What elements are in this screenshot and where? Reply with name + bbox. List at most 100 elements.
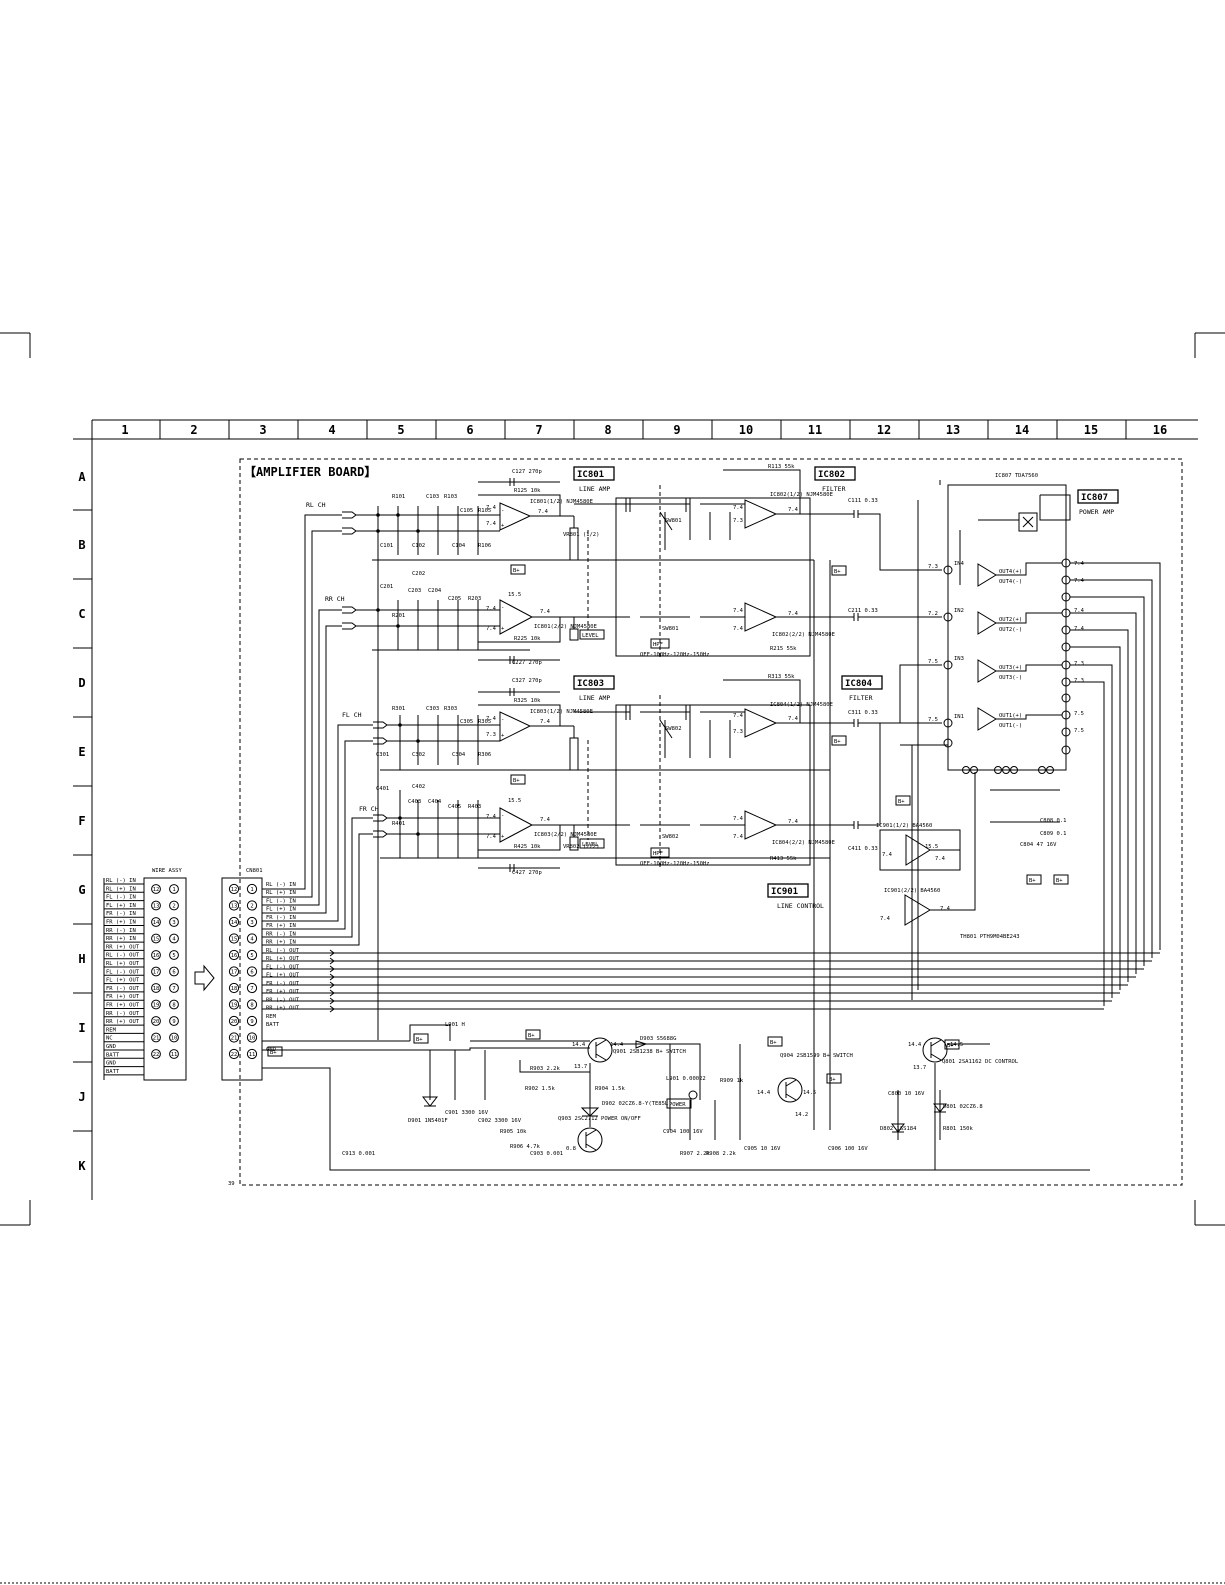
svg-text:R203: R203 bbox=[468, 596, 481, 602]
wire-assy-signal: FR (+) IN bbox=[106, 920, 136, 926]
svg-text:R301: R301 bbox=[392, 706, 405, 712]
svg-text:7.4: 7.4 bbox=[733, 713, 744, 719]
svg-text:SW802: SW802 bbox=[665, 726, 682, 732]
svg-text:D802 1SS184: D802 1SS184 bbox=[880, 1126, 917, 1132]
svg-text:L901 H: L901 H bbox=[445, 1022, 465, 1028]
wire-assy-pin bbox=[151, 1032, 161, 1043]
svg-text:IC807: IC807 bbox=[1081, 493, 1108, 503]
power-amp-ic807: IC807 TDA7560 OUT4(+) OUT4(-) OUT2(+) OU… bbox=[928, 473, 1161, 1006]
svg-text:-: - bbox=[501, 813, 504, 819]
level-label: LEVEL bbox=[582, 633, 599, 639]
cn801-signal-label: RL (+) IN bbox=[266, 890, 296, 896]
col-label: 1 bbox=[121, 423, 128, 437]
cn801-pin bbox=[246, 916, 258, 928]
svg-text:14.4: 14.4 bbox=[610, 1042, 624, 1048]
power-label: POWER bbox=[669, 1102, 686, 1108]
svg-text:B+: B+ bbox=[834, 739, 841, 745]
wire-assy-signal: RL (+) IN bbox=[106, 886, 136, 892]
cn801-pin-number: 4 bbox=[250, 937, 254, 943]
hpf-label: HPF bbox=[653, 851, 663, 857]
svg-text:B+: B+ bbox=[1056, 878, 1063, 884]
wire-assy-pin-number: 12 bbox=[153, 887, 160, 893]
cn801-pin-number: 2 bbox=[250, 904, 253, 910]
channel-label-fr: FR CH bbox=[359, 805, 379, 813]
wire-assy-signal: RL (-) OUT bbox=[106, 953, 140, 959]
svg-text:C402: C402 bbox=[412, 784, 425, 790]
wire-assy-signal: REM bbox=[106, 1027, 117, 1033]
wire-assy-signal: BATT bbox=[106, 1069, 120, 1075]
svg-text:TH801 PTH9M04BE243: TH801 PTH9M04BE243 bbox=[960, 934, 1020, 940]
row-label: F bbox=[78, 814, 85, 828]
svg-text:IC804(1/2) NJM4580E: IC804(1/2) NJM4580E bbox=[770, 702, 833, 708]
svg-text:OFF-100Hz-120Hz-150Hz: OFF-100Hz-120Hz-150Hz bbox=[640, 861, 710, 867]
svg-text:R303: R303 bbox=[444, 706, 457, 712]
svg-text:C404: C404 bbox=[428, 799, 442, 805]
svg-text:B+: B+ bbox=[834, 569, 841, 575]
cn801-pin bbox=[246, 1048, 258, 1060]
svg-text:R215 55k: R215 55k bbox=[770, 646, 797, 652]
connection-arrow bbox=[194, 964, 215, 992]
svg-text:SW801: SW801 bbox=[665, 518, 682, 524]
svg-text:B+: B+ bbox=[270, 1050, 277, 1056]
cn801-pin-number: 20 bbox=[231, 1019, 238, 1025]
svg-text:VR801 (1/2): VR801 (1/2) bbox=[563, 532, 599, 538]
wire-assy-pin bbox=[169, 999, 179, 1010]
bus-lines bbox=[377, 480, 948, 1130]
cn801-signal-label: FL (+) IN bbox=[266, 907, 296, 913]
svg-text:C905 10 16V: C905 10 16V bbox=[744, 1146, 781, 1152]
svg-text:C913 0.001: C913 0.001 bbox=[342, 1151, 375, 1157]
svg-text:LINE AMP: LINE AMP bbox=[579, 694, 610, 702]
col-label: 7 bbox=[535, 423, 542, 437]
wire-assy-pin-number: 6 bbox=[172, 970, 175, 976]
row-label: D bbox=[78, 676, 85, 690]
svg-text:R101: R101 bbox=[392, 494, 405, 500]
svg-text:R305: R305 bbox=[478, 719, 491, 725]
svg-text:C403: C403 bbox=[408, 799, 421, 805]
cn801-pin bbox=[246, 933, 258, 944]
svg-text:C301: C301 bbox=[376, 752, 389, 758]
row-label: H bbox=[78, 952, 85, 966]
cn801-pin-number: 8 bbox=[250, 1003, 253, 1009]
svg-text:C303: C303 bbox=[426, 706, 439, 712]
wire-assy-signal: FL (+) IN bbox=[106, 903, 136, 909]
row-label: K bbox=[78, 1159, 86, 1173]
svg-text:C111 0.33: C111 0.33 bbox=[848, 498, 878, 504]
svg-text:IC801(2/2) NJM4580E: IC801(2/2) NJM4580E bbox=[534, 624, 597, 630]
svg-text:B+: B+ bbox=[947, 1043, 954, 1049]
svg-text:7.5: 7.5 bbox=[928, 717, 938, 723]
svg-text:-: - bbox=[501, 605, 504, 611]
cn801-pin bbox=[228, 999, 240, 1010]
svg-text:R801 150k: R801 150k bbox=[943, 1126, 973, 1132]
svg-text:R313 55k: R313 55k bbox=[768, 674, 795, 680]
svg-text:R906 4.7k: R906 4.7k bbox=[510, 1144, 540, 1150]
wire-assy-pin bbox=[169, 950, 179, 960]
svg-text:R105: R105 bbox=[478, 508, 491, 514]
svg-text:IC803: IC803 bbox=[577, 679, 604, 689]
wire-assy-pin-number: 22 bbox=[153, 1052, 160, 1058]
svg-text:FILTER: FILTER bbox=[849, 694, 873, 702]
svg-text:7.4: 7.4 bbox=[486, 505, 497, 511]
wire-assy-signal: RR (+) OUT bbox=[106, 944, 140, 950]
svg-text:7.4: 7.4 bbox=[788, 716, 799, 722]
svg-text:R106: R106 bbox=[478, 543, 491, 549]
svg-text:OUT1(-): OUT1(-) bbox=[999, 723, 1022, 729]
wire-assy-pin-number: 19 bbox=[153, 1003, 160, 1009]
svg-text:R103: R103 bbox=[444, 494, 457, 500]
board-title: 【AMPLIFIER BOARD】 bbox=[244, 464, 376, 479]
svg-text:-: - bbox=[501, 717, 504, 723]
col-label: 5 bbox=[397, 423, 404, 437]
svg-text:7.3: 7.3 bbox=[1074, 661, 1084, 667]
svg-text:B+: B+ bbox=[898, 799, 905, 805]
wire-assy-signal: RL (-) IN bbox=[106, 878, 136, 884]
svg-text:7.3: 7.3 bbox=[733, 729, 743, 735]
connector-cn801: CN801 bbox=[221, 868, 263, 1081]
svg-text:C104: C104 bbox=[452, 543, 466, 549]
svg-text:14.5: 14.5 bbox=[950, 1042, 963, 1048]
ic-label-ic804: IC804 FILTER bbox=[841, 675, 883, 702]
ic-label-ic801: IC801 LINE AMP bbox=[573, 466, 615, 493]
svg-text:B+: B+ bbox=[513, 778, 520, 784]
svg-text:R425 10k: R425 10k bbox=[514, 844, 541, 850]
